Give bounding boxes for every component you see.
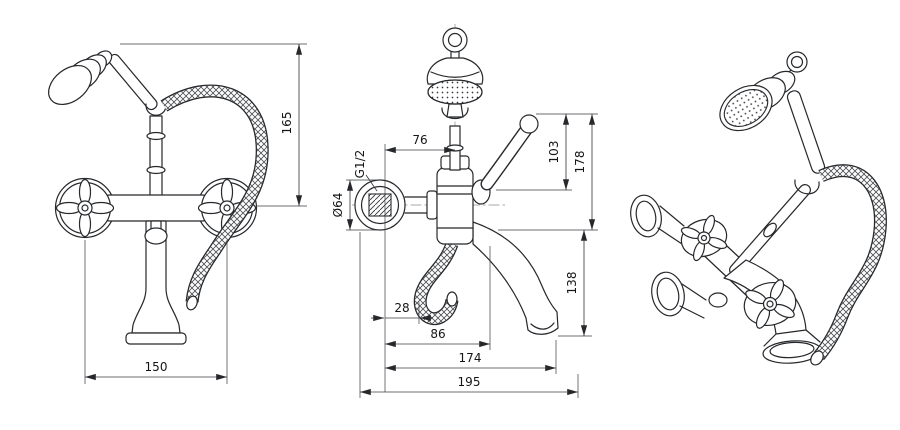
dim-174: 174 (385, 340, 557, 374)
shower-hose-perspective (810, 164, 887, 366)
dim-label-178: 178 (573, 151, 587, 174)
hand-shower-front (48, 50, 158, 111)
dim-label-174: 174 (459, 351, 482, 365)
dim-label-86: 86 (430, 327, 445, 341)
dim-front-height: 165 (120, 43, 307, 207)
wall-flange-upper (630, 194, 685, 245)
dim-label-165: 165 (280, 112, 294, 135)
connection-pipe-side (404, 190, 438, 220)
dim-label-195: 195 (458, 375, 481, 389)
dim-138: 138 (558, 230, 592, 337)
front-view: 165 150 (48, 43, 307, 384)
mixer-body-side (436, 155, 474, 245)
wall-flange-lower (651, 271, 707, 319)
dim-label-76: 76 (412, 133, 427, 147)
dim-label-d64: Ø64 (331, 193, 345, 218)
diverter-knob-front (144, 220, 168, 245)
dim-76: 76 (385, 133, 455, 154)
shower-hose-side (413, 241, 459, 325)
hand-shower-perspective (719, 51, 826, 174)
dim-label-g12: G1/2 (353, 150, 367, 179)
thread-section (368, 193, 392, 217)
lever-handle-side (471, 114, 539, 205)
dim-label-28: 28 (394, 301, 409, 315)
spout-side (472, 221, 559, 335)
dim-label-150: 150 (145, 360, 168, 374)
dim-label-138: 138 (565, 272, 579, 295)
spout-front (125, 220, 187, 345)
dim-86: 86 (385, 246, 491, 350)
hand-shower-side (426, 27, 484, 105)
dim-178: 178 (498, 114, 598, 231)
cradle-perspective (794, 179, 820, 195)
dim-front-centers: 150 (84, 240, 228, 384)
spray-face-perspective (723, 89, 769, 127)
diverter-knob-perspective (708, 292, 728, 308)
dim-195: 195 (359, 232, 579, 398)
wall-flange-side (354, 179, 406, 231)
shower-hose-front (160, 84, 269, 311)
dim-thread: G1/2 (353, 150, 378, 192)
cross-handle-left (55, 178, 115, 238)
perspective-view (630, 51, 887, 366)
spray-face (427, 79, 483, 105)
dim-103: 103 (496, 113, 598, 191)
dim-label-103: 103 (547, 141, 561, 164)
shower-bracket-front (145, 103, 167, 197)
dim-28: 28 (371, 301, 433, 324)
side-view: 76 G1/2 Ø64 103 178 138 (331, 24, 598, 398)
cross-handle-perspective-left (680, 214, 728, 262)
dim-flange: Ø64 (331, 179, 380, 231)
cross-handle-perspective-right (743, 279, 797, 329)
